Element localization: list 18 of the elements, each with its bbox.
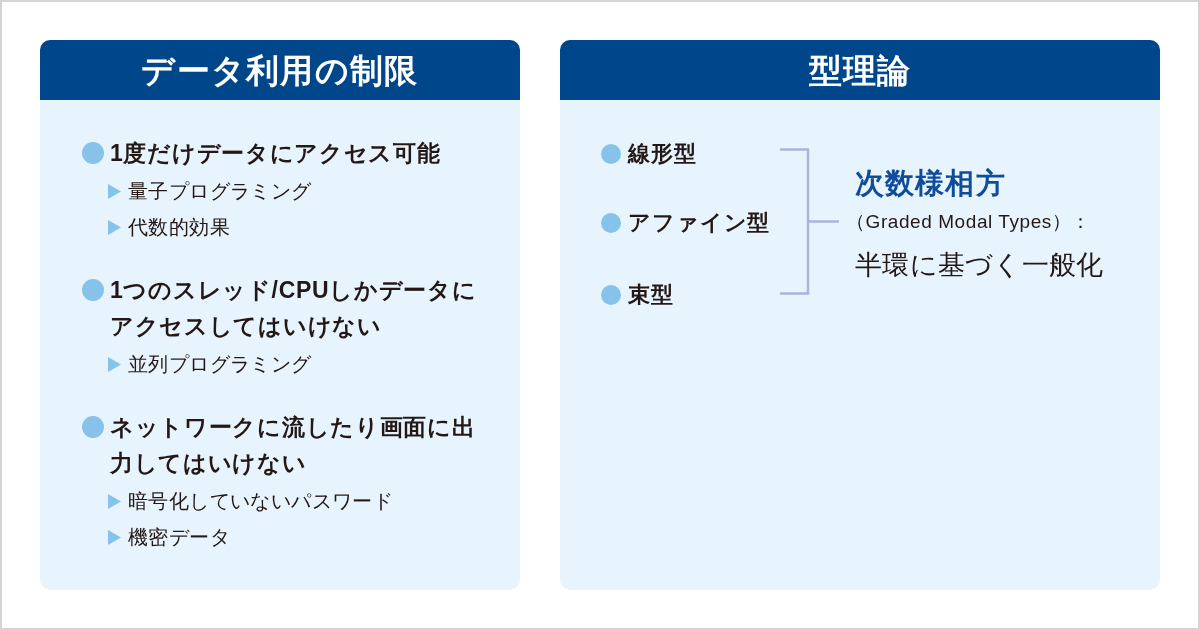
panel-card xyxy=(40,40,520,590)
panel-card xyxy=(560,40,1160,590)
panel-heading: 型理論 xyxy=(560,40,1160,100)
sub-list-item: 量子プログラミング xyxy=(128,179,312,204)
concept-title: 次数様相方 xyxy=(855,166,1006,201)
panel-heading: データ利用の制限 xyxy=(40,40,520,100)
sub-list-item: 機密データ xyxy=(128,525,230,550)
list-item: 1度だけデータにアクセス可能 xyxy=(110,139,441,168)
sub-list-item: 暗号化していないパスワード xyxy=(128,489,394,514)
sub-list-item: 代数的効果 xyxy=(128,215,230,240)
concept-subtitle: （Graded Modal Types）： xyxy=(846,210,1091,234)
sub-list-item: 並列プログラミング xyxy=(128,352,312,377)
type-name: アファイン型 xyxy=(628,209,771,237)
type-name: 束型 xyxy=(628,281,674,309)
list-item: 1つのスレッド/CPUしかデータにアクセスしてはいけない xyxy=(110,276,478,341)
concept-description: 半環に基づく一般化 xyxy=(855,249,1104,282)
list-item: ネットワークに流したり画面に出力してはいけない xyxy=(110,413,477,478)
type-name: 線形型 xyxy=(628,140,697,168)
